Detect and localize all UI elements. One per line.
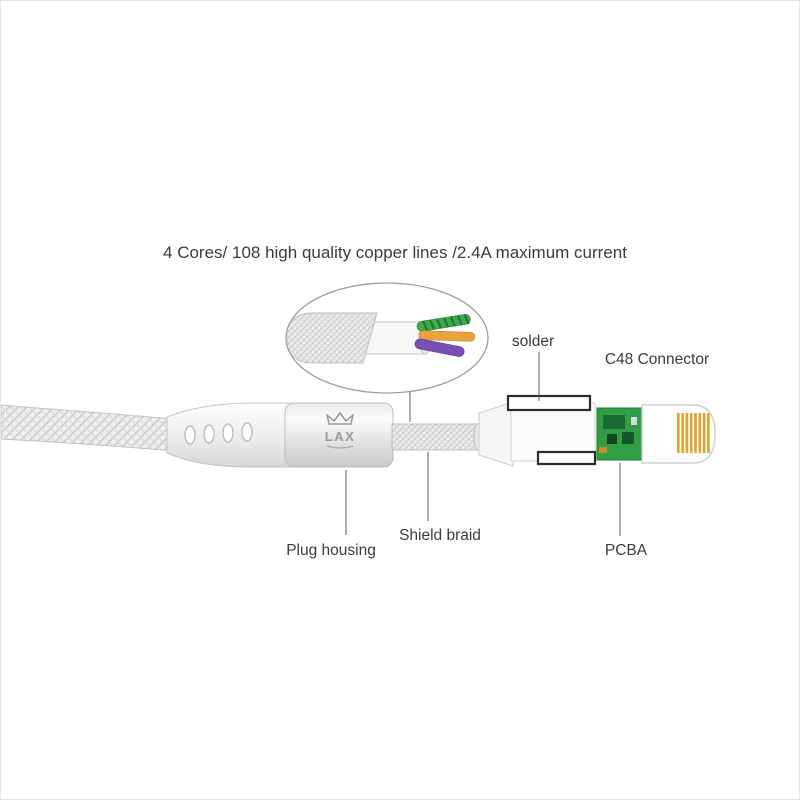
relief-dot [241,422,253,442]
c48-connector [641,404,716,464]
wire-purple [414,338,465,357]
wire-green-stripes [422,313,470,331]
relief-dot [222,423,234,443]
label-c48-connector: C48 Connector [605,351,709,368]
wire-green [416,313,471,332]
shell-bottom-plate [536,450,597,466]
callout-lines [345,352,621,536]
relief-dot [203,424,215,444]
label-pcba: PCBA [605,542,648,559]
connector-pins [677,413,710,453]
pcb-chip [622,432,634,444]
pcb-pad [631,417,637,425]
label-plug-housing: Plug housing [286,542,376,559]
wire-orange [418,330,476,342]
pcb-pad [599,447,607,453]
braided-cable [1,404,174,452]
brand-logo: LAX [325,412,356,449]
diagram-title: 4 Cores/ 108 high quality copper lines /… [163,243,627,262]
brand-logo-text: LAX [325,429,356,444]
solder-flange [478,401,514,467]
logo-flourish [326,445,354,449]
label-shield-braid: Shield braid [399,527,481,544]
braided-sheath-cutaway [287,312,378,364]
pcb-chip [607,434,617,444]
pcba-board [596,407,646,461]
shell-top-plate [506,394,592,412]
shield-braid-section [391,423,483,451]
magnifier-inset [285,282,489,394]
relief-dot [184,425,196,445]
solder-section [478,394,597,467]
pcb-component [603,415,625,429]
plug-housing: LAX [166,402,394,468]
crown-icon [326,412,354,425]
label-solder: solder [512,333,554,350]
